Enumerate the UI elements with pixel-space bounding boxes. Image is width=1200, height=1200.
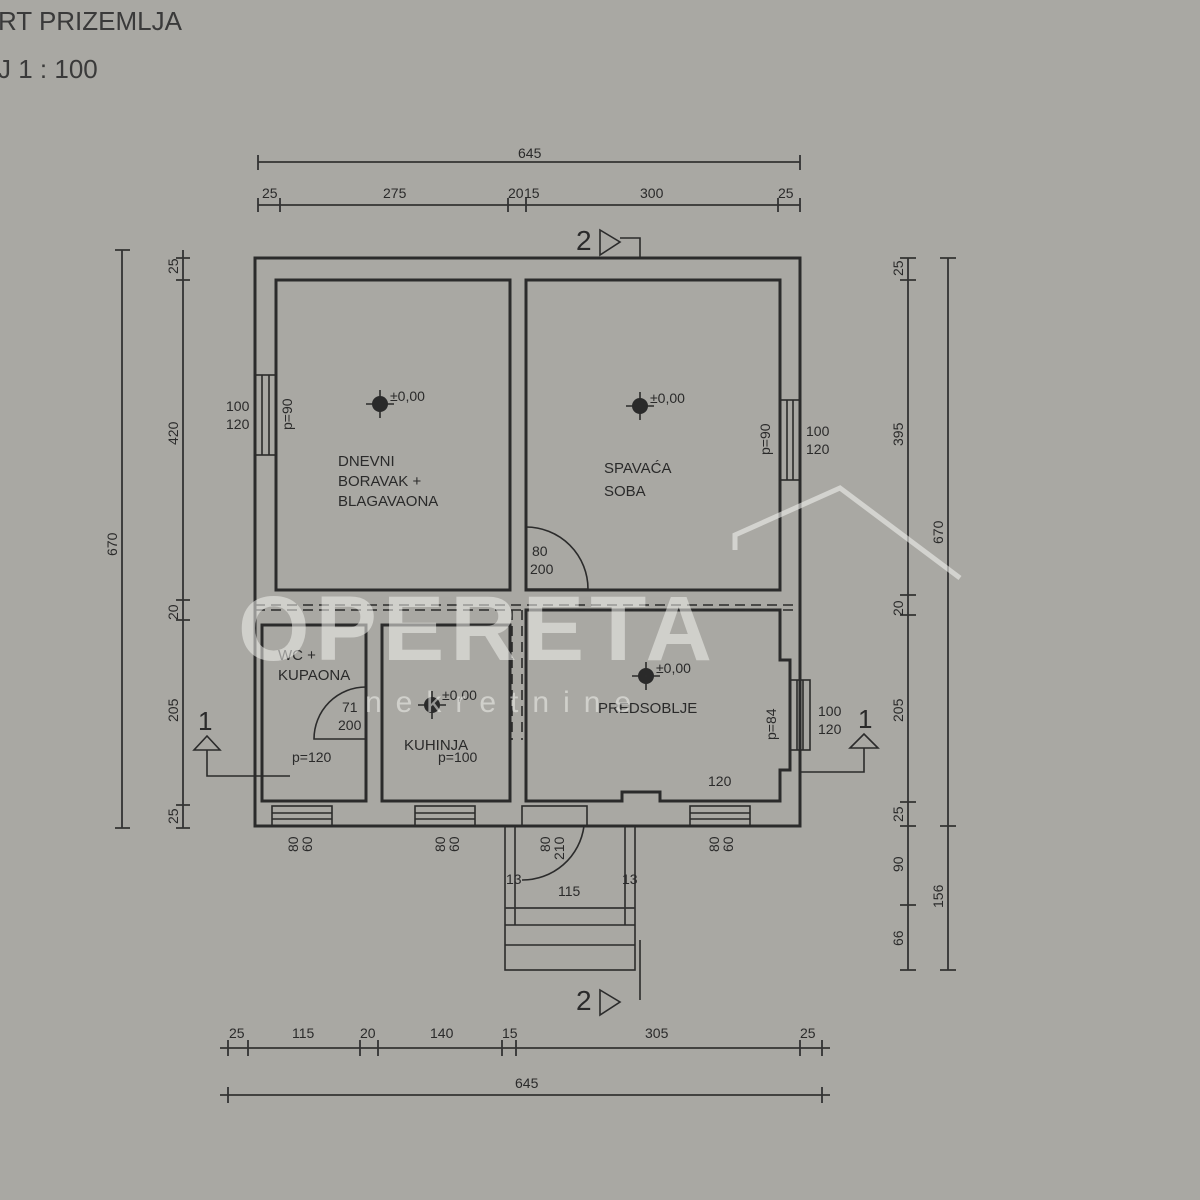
label-dims-bottom-3: 140 xyxy=(430,1025,454,1041)
label-dims-right-0: 25 xyxy=(890,260,906,276)
label-dims-right-4: 25 xyxy=(890,806,906,822)
label-dims-right-6: 66 xyxy=(890,930,906,946)
section-2-top: 2 xyxy=(576,225,592,256)
dimension-labels: 645 25 275 20 15 300 25 670 25 420 20 20… xyxy=(104,145,946,1091)
label-openings-win_left-1: 120 xyxy=(226,416,250,432)
level-living: ±0,00 xyxy=(390,388,425,404)
label-dims-top_total: 645 xyxy=(518,145,542,161)
label-openings-wc_p: p=120 xyxy=(292,749,332,765)
label-watermark-sub: nekretnine xyxy=(365,686,645,719)
label-dims-right-1: 395 xyxy=(890,422,906,446)
room-living-label: BORAVAK + xyxy=(338,473,421,490)
label-openings-entry_door-0: 80 xyxy=(537,836,553,852)
room-bedroom-label: SOBA xyxy=(604,483,646,500)
room-wc-label: WC + xyxy=(278,647,316,664)
room-wc-label: KUPAONA xyxy=(278,667,350,684)
label-dims-bottom-2: 20 xyxy=(360,1025,376,1041)
level-marker-icon xyxy=(418,691,446,719)
label-dims-left-1: 420 xyxy=(165,421,181,445)
dim-step-left: 13 xyxy=(506,871,522,887)
label-dims-right_total-0: 670 xyxy=(930,520,946,544)
label-dims-right_total-1: 156 xyxy=(930,884,946,908)
label-dims-top-2: 20 xyxy=(508,185,524,201)
section-arrow-icon xyxy=(599,228,622,257)
label-dims-top-4: 300 xyxy=(640,185,664,201)
plan-scale: J 1 : 100 xyxy=(0,54,98,84)
label-dims-left-3: 205 xyxy=(165,698,181,722)
entry-steps: 13 115 13 xyxy=(504,825,638,971)
dim-step-right: 13 xyxy=(622,871,638,887)
label-dims-top-1: 275 xyxy=(383,185,407,201)
label-openings-kitchen_p: p=100 xyxy=(438,749,478,765)
label-watermark-brand: OPERETA xyxy=(238,578,718,680)
label-dims-top-3: 15 xyxy=(524,185,540,201)
section-arrow-icon xyxy=(800,732,880,773)
label-openings-win_b3-0: 80 xyxy=(706,836,722,852)
label-openings-win_left-0: 100 xyxy=(226,398,250,414)
label-dims-bottom-4: 15 xyxy=(502,1025,518,1041)
walls xyxy=(253,237,802,828)
level-hall: ±0,00 xyxy=(656,660,691,676)
level-markers: ±0,00 ±0,00 ±0,00 ±0,00 xyxy=(366,388,691,719)
label-openings-win_right-0: 100 xyxy=(806,423,830,439)
label-openings-win_right-1: 120 xyxy=(806,441,830,457)
plan-title: RT PRIZEMLJA xyxy=(0,6,183,36)
level-marker-icon xyxy=(632,662,660,690)
label-dims-bottom-1: 115 xyxy=(292,1025,315,1041)
room-bedroom-label: SPAVAĆA xyxy=(604,460,672,477)
label-openings-hall_label: 120 xyxy=(708,773,732,789)
label-openings-door_wc-0: 71 xyxy=(342,699,358,715)
label-openings-win_b2-0: 80 xyxy=(432,836,448,852)
label-dims-top-0: 25 xyxy=(262,185,278,201)
level-kitchen: ±0,00 xyxy=(442,687,477,703)
room-labels: DNEVNI BORAVAK + BLAGAVAONA SPAVAĆA SOBA… xyxy=(278,453,697,754)
level-marker-icon xyxy=(366,390,394,418)
level-bedroom: ±0,00 xyxy=(650,390,685,406)
doors xyxy=(313,526,589,881)
label-dims-bottom-0: 25 xyxy=(229,1025,245,1041)
label-openings-door_mid-0: 80 xyxy=(532,543,548,559)
label-dims-bottom-5: 305 xyxy=(645,1025,669,1041)
room-hall-label: PREDSOBLJE xyxy=(598,700,697,717)
label-dims-top-5: 25 xyxy=(778,185,794,201)
dim-step-width: 115 xyxy=(558,883,581,899)
label-dims-right-2: 20 xyxy=(890,600,906,616)
section-1-right: 1 xyxy=(858,704,872,734)
label-dims-right-5: 90 xyxy=(890,856,906,872)
label-openings-win_right2-0: 100 xyxy=(818,703,842,719)
label-openings-win_right2-1: 120 xyxy=(818,721,842,737)
label-dims-bottom-6: 25 xyxy=(800,1025,816,1041)
section-arrow-icon xyxy=(599,940,641,1017)
label-openings-win_right_p: p=90 xyxy=(757,423,773,455)
label-openings-entry_door-1: 210 xyxy=(551,836,567,860)
label-openings-win_b2-1: 60 xyxy=(446,836,462,852)
label-dims-bottom_total: 645 xyxy=(515,1075,539,1091)
label-dims-left-0: 25 xyxy=(165,258,181,274)
section-arrow-icon xyxy=(192,734,290,777)
label-openings-win_left_p: p=90 xyxy=(279,398,295,430)
section-2-bottom: 2 xyxy=(576,985,592,1016)
label-openings-win_b1-1: 60 xyxy=(299,836,315,852)
windows xyxy=(254,374,811,827)
label-dims-left-2: 20 xyxy=(165,604,181,620)
label-dims-left-4: 25 xyxy=(165,808,181,824)
label-dims-right-3: 205 xyxy=(890,698,906,722)
opening-labels: 100 120 p=90 100 120 p=90 80 200 71 200 … xyxy=(226,398,842,860)
dimension-lines xyxy=(115,155,956,1103)
label-dims-left_total: 670 xyxy=(104,532,120,556)
room-living-label: BLAGAVAONA xyxy=(338,493,438,510)
section-1-left: 1 xyxy=(198,706,212,736)
section-markers: 2 2 1 1 xyxy=(192,225,880,1017)
label-openings-win_b1-0: 80 xyxy=(285,836,301,852)
label-openings-door_mid-1: 200 xyxy=(530,561,554,577)
room-kitchen-label: KUHINJA xyxy=(404,737,468,754)
level-marker-icon xyxy=(626,392,654,420)
room-living-label: DNEVNI xyxy=(338,453,395,470)
label-openings-win_right2_p: p=84 xyxy=(763,708,779,740)
watermark-logo: OPERETA nekretnine xyxy=(238,485,962,719)
label-openings-win_b3-1: 60 xyxy=(720,836,736,852)
label-openings-door_wc-1: 200 xyxy=(338,717,362,733)
